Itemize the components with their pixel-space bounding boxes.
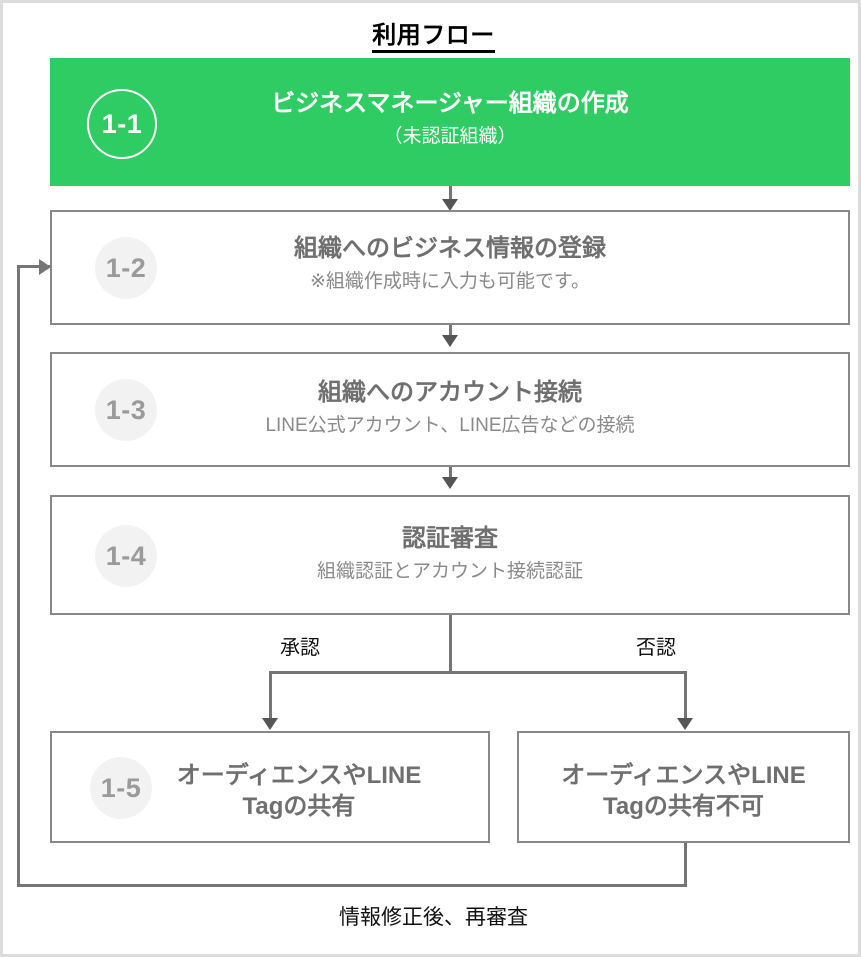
- step-badge-1-1: 1-1: [87, 89, 157, 159]
- step-badge-1-3: 1-3: [95, 379, 157, 441]
- outcome-line2-1-5: Tagの共有: [242, 793, 356, 821]
- step-heading-1-2: 組織へのビジネス情報の登録: [294, 235, 606, 262]
- step-box-1-3[interactable]: 1-3 組織へのアカウント接続 LINE公式アカウント、LINE広告などの接続: [50, 352, 850, 467]
- arrow-1-1-to-1-2-icon: [442, 199, 458, 211]
- arrow-approve-icon: [262, 718, 278, 730]
- step-badge-1-4: 1-4: [95, 525, 157, 587]
- step-sub-1-3: LINE公式アカウント、LINE広告などの接続: [265, 415, 635, 437]
- step-badge-label: 1-4: [105, 540, 147, 571]
- step-heading-1-4: 認証審査: [402, 525, 498, 552]
- step-text-1-2: 組織へのビジネス情報の登録 ※組織作成時に入力も可能です。: [52, 233, 848, 295]
- page-title-text: 利用フロー: [372, 22, 495, 53]
- footer-note: 情報修正後、再審査: [339, 906, 528, 929]
- step-sub-1-2: ※組織作成時に入力も可能です。: [309, 271, 591, 293]
- branch-label-reject: 否認: [636, 637, 676, 659]
- branch-label-approve: 承認: [280, 637, 320, 659]
- connector-approve-drop: [269, 671, 272, 726]
- step-sub-1-4: 組織認証とアカウント接続認証: [316, 561, 583, 583]
- connector-1-1-to-1-2: [449, 186, 452, 208]
- step-box-1-4[interactable]: 1-4 認証審査 組織認証とアカウント接続認証: [50, 495, 850, 615]
- outcome-box-1-5[interactable]: 1-5 オーディエンスやLINE Tagの共有: [50, 731, 490, 843]
- outcome-text-1-5: オーディエンスやLINE Tagの共有: [110, 760, 488, 822]
- step-text-1-1: ビジネスマネージャー組織の作成 （未認証組織）: [50, 88, 850, 150]
- step-badge-label: 1-3: [105, 394, 147, 425]
- connector-feedback-down: [684, 843, 687, 887]
- step-sub-1-1: （未認証組織）: [383, 126, 517, 148]
- arrow-1-2-to-1-3-icon: [442, 335, 458, 347]
- connector-branch-crossbar: [269, 671, 687, 674]
- step-text-1-3: 組織へのアカウント接続 LINE公式アカウント、LINE広告などの接続: [52, 377, 848, 439]
- arrow-reject-icon: [677, 718, 693, 730]
- connector-feedback-left: [17, 265, 20, 887]
- step-badge-label: 1-1: [101, 108, 143, 139]
- arrow-1-3-to-1-4-icon: [442, 477, 458, 489]
- step-heading-1-3: 組織へのアカウント接続: [318, 379, 582, 406]
- outcome-badge-1-5: 1-5: [90, 757, 152, 819]
- outcome-line1-rejected: オーディエンスやLINE: [561, 762, 806, 789]
- step-heading-1-1: ビジネスマネージャー組織の作成: [271, 90, 629, 117]
- connector-reject-drop: [684, 671, 687, 726]
- outcome-line2-rejected: Tagの共有不可: [603, 793, 764, 821]
- connector-1-4-branch-stem: [449, 615, 452, 673]
- step-text-1-4: 認証審査 組織認証とアカウント接続認証: [52, 523, 848, 585]
- connector-feedback-into-1-2: [17, 265, 50, 268]
- connector-feedback-bottom: [17, 884, 687, 887]
- outcome-box-rejected[interactable]: オーディエンスやLINE Tagの共有不可: [517, 731, 850, 843]
- arrow-feedback-icon: [39, 259, 51, 275]
- step-badge-label: 1-2: [105, 252, 147, 283]
- page-title: 利用フロー: [3, 15, 858, 53]
- connector-1-2-to-1-3: [449, 325, 452, 343]
- step-badge-1-2: 1-2: [95, 237, 157, 299]
- outcome-badge-label: 1-5: [100, 772, 142, 803]
- connector-1-3-to-1-4: [449, 467, 452, 485]
- outcome-line1-1-5: オーディエンスやLINE: [176, 762, 422, 789]
- step-box-1-2[interactable]: 1-2 組織へのビジネス情報の登録 ※組織作成時に入力も可能です。: [50, 210, 850, 325]
- step-box-1-1[interactable]: 1-1 ビジネスマネージャー組織の作成 （未認証組織）: [50, 58, 850, 186]
- outcome-text-rejected: オーディエンスやLINE Tagの共有不可: [519, 760, 848, 822]
